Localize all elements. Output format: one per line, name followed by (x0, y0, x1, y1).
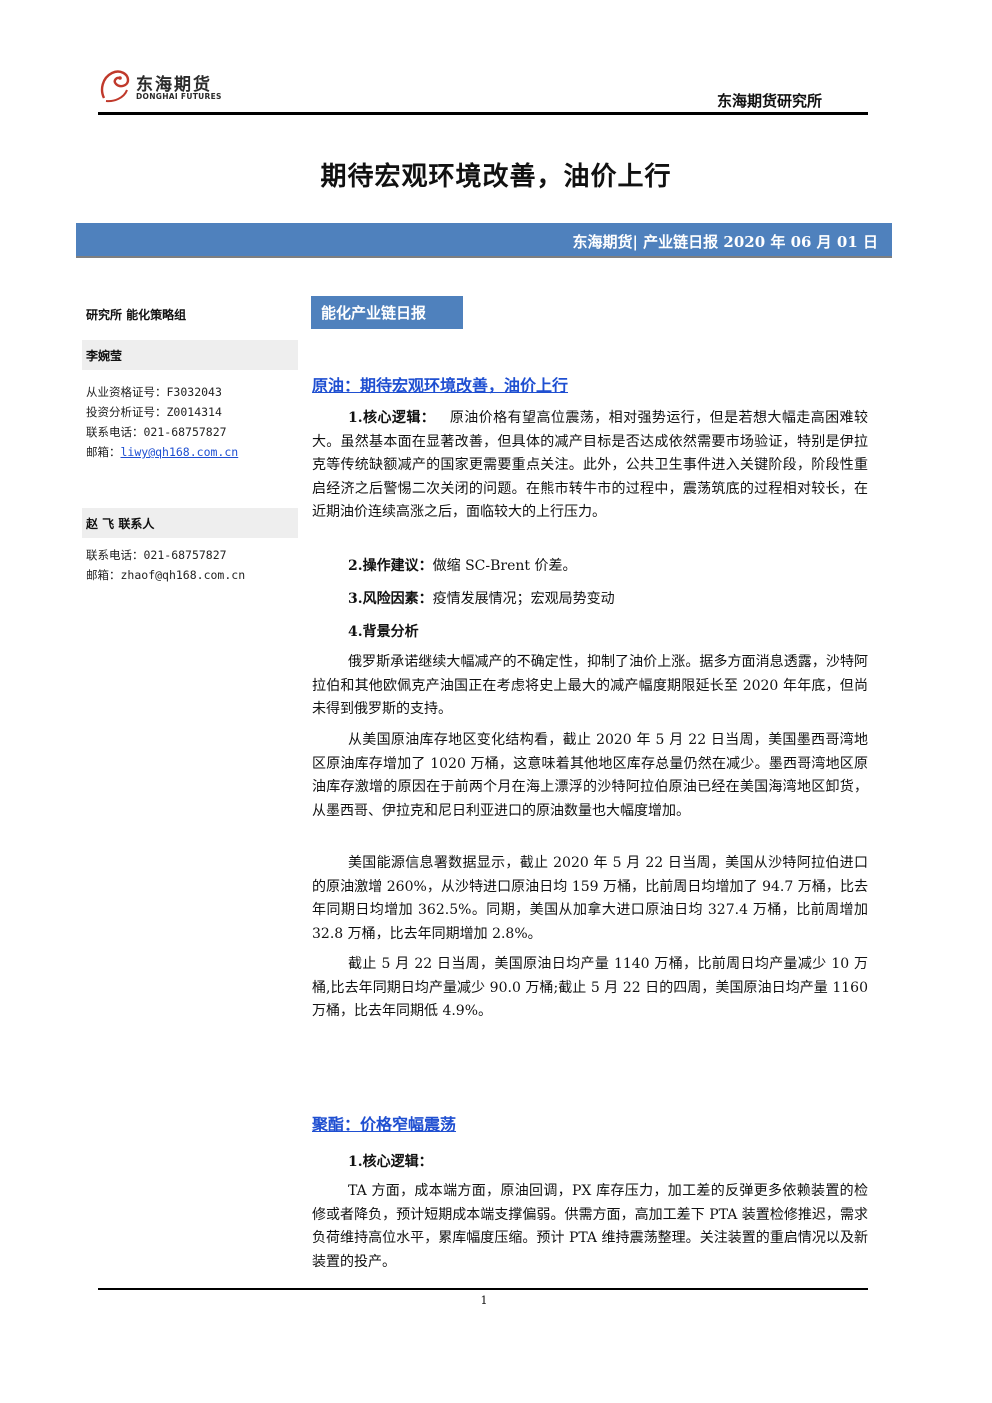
background-paragraph-2: 从美国原油库存地区变化结构看，截止 2020 年 5 月 22 日当周，美国墨西… (312, 732, 868, 819)
background-paragraph-4: 截止 5 月 22 日当周，美国原油日均产量 1140 万桶，比前周日均产量减少… (312, 956, 868, 1019)
analyst-name: 李婉莹 (86, 349, 123, 363)
qualification-number: 从业资格证号：F3032043 (86, 385, 222, 399)
department-label: 研究所 能化策略组 (86, 308, 187, 322)
background-analysis-label: 4.背景分析 (348, 624, 419, 640)
polyester-core-logic-label: 1.核心逻辑： (348, 1154, 433, 1170)
email-label: 邮箱： (86, 445, 121, 459)
core-logic-label: 1.核心逻辑： (348, 410, 436, 426)
logo-text-en: DONGHAI FUTURES (136, 92, 222, 101)
header-divider (98, 112, 868, 115)
contact-phone: 联系电话：021-68757827 (86, 548, 227, 562)
analyst-phone: 联系电话：021-68757827 (86, 425, 227, 439)
risk-text: 疫情发展情况；宏观局势变动 (432, 591, 615, 607)
operation-text: 做缩 SC-Brent 价差。 (432, 558, 577, 574)
background-paragraph-3: 美国能源信息署数据显示，截止 2020 年 5 月 22 日当周，美国从沙特阿拉… (312, 855, 868, 942)
dragon-logo-icon (100, 70, 130, 103)
report-title: 期待宏观环境改善，油价上行 (320, 162, 672, 192)
contact-email: 邮箱：zhaof@qh168.com.cn (86, 568, 246, 582)
banner-text: 东海期货| 产业链日报 2020 年 06 月 01 日 (572, 233, 878, 251)
footer-divider (98, 1288, 868, 1290)
report-banner: 东海期货| 产业链日报 2020 年 06 月 01 日 (76, 223, 892, 258)
analyst-name-bar: 李婉莹 (82, 340, 298, 370)
analysis-cert-number: 投资分析证号：Z0014314 (86, 405, 222, 419)
risk-factors: 3.风险因素：疫情发展情况；宏观局势变动 (348, 588, 615, 608)
logo-text-cn: 东海期货 (136, 75, 212, 95)
background-paragraph-1: 俄罗斯承诺继续大幅减产的不确定性，抑制了油价上涨。据多方面消息透露，沙特阿拉伯和… (312, 654, 868, 717)
operation-label: 2.操作建议： (348, 558, 433, 574)
core-logic-text: 原油价格有望高位震荡，相对强势运行，但是若想大幅走高困难较大。虽然基本面在显著改… (312, 410, 868, 520)
analyst-email-link[interactable]: liwy@qh168.com.cn (120, 445, 239, 459)
polyester-heading[interactable]: 聚酯：价格窄幅震荡 (312, 1115, 457, 1134)
institute-name: 东海期货研究所 (716, 92, 822, 110)
contact-name-bar: 赵 飞 联系人 (82, 508, 298, 538)
operation-advice: 2.操作建议：做缩 SC-Brent 价差。 (348, 555, 576, 575)
polyester-paragraph-1: TA 方面，成本端方面，原油回调，PX 库存压力，加工差的反弹更多依赖装置的检修… (312, 1183, 868, 1270)
analyst-email-row: 邮箱：liwy@qh168.com.cn (86, 444, 238, 460)
section-tag: 能化产业链日报 (311, 296, 463, 329)
crude-core-logic: 1.核心逻辑： 原油价格有望高位震荡，相对强势运行，但是若想大幅走高困难较大。虽… (312, 407, 868, 525)
company-logo: 东海期货 DONGHAI FUTURES (98, 68, 228, 108)
risk-label: 3.风险因素： (348, 591, 433, 607)
page-number: 1 (480, 1294, 488, 1307)
contact-name: 赵 飞 联系人 (86, 517, 155, 531)
crude-oil-heading[interactable]: 原油：期待宏观环境改善，油价上行 (312, 376, 569, 395)
